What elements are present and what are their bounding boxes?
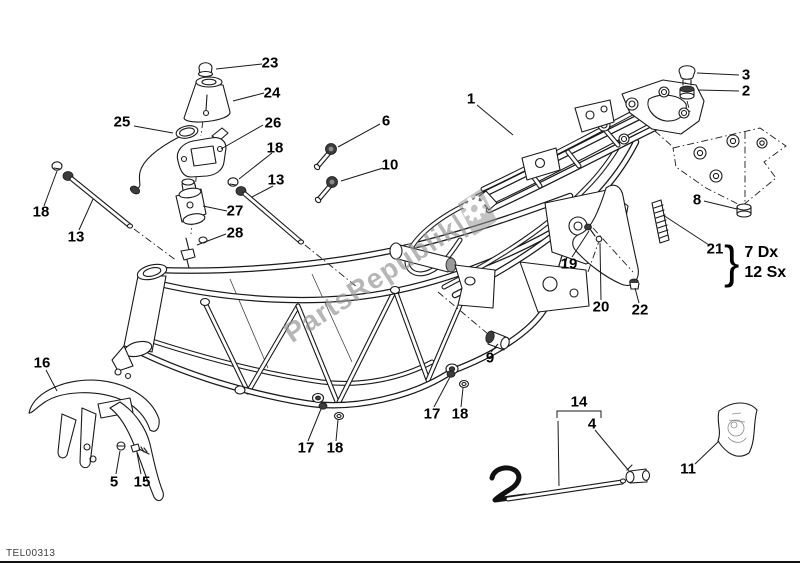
plug-17-mid <box>446 370 470 389</box>
cone-24 <box>183 76 231 123</box>
part-callout-18: 18 <box>266 139 284 157</box>
screw-19 <box>584 223 596 237</box>
part-callout-1: 1 <box>466 90 476 108</box>
part-callout-17: 17 <box>297 439 315 457</box>
part-callout-20: 20 <box>592 298 610 316</box>
part-callout-25: 25 <box>113 113 131 131</box>
plug-17-left <box>318 402 345 421</box>
steering-head <box>111 263 168 380</box>
screw-15 <box>130 443 150 455</box>
cap-23 <box>197 62 214 78</box>
variant-group: } 7 Dx 12 Sx <box>724 236 787 288</box>
dashed-bracket-plate <box>654 127 787 207</box>
part-callout-16: 16 <box>33 354 51 372</box>
hook-rod-14 <box>489 465 627 503</box>
part-callout-9: 9 <box>485 349 495 367</box>
bracket-26 <box>176 127 229 178</box>
nut-22 <box>629 278 640 290</box>
part-callout-22: 22 <box>631 301 649 319</box>
bumper-3 <box>678 65 696 86</box>
part-callout-13: 13 <box>267 171 285 189</box>
ring-25 <box>129 125 199 195</box>
bolt-10 <box>314 176 338 204</box>
part-callout-14: 14 <box>570 393 588 411</box>
variant-label-left: 12 Sx <box>744 263 787 281</box>
ring-2 <box>679 85 695 113</box>
bolt-6 <box>313 143 337 171</box>
part-callout-5: 5 <box>109 473 119 491</box>
part-callout-11: 11 <box>680 460 696 478</box>
fitting-4 <box>625 464 651 484</box>
part-callout-13: 13 <box>67 228 85 246</box>
variant-brace: } <box>724 236 740 288</box>
sensor-28 <box>180 236 208 269</box>
part-callout-19: 19 <box>560 255 578 273</box>
part-callout-21: 21 <box>706 240 724 258</box>
nut-8 <box>736 203 752 218</box>
side-panel-drawing <box>572 184 670 290</box>
part-callout-24: 24 <box>263 84 281 102</box>
rod-13-right <box>227 177 358 288</box>
part-callout-8: 8 <box>692 191 702 209</box>
leader-lines <box>43 63 740 487</box>
part-callout-4: 4 <box>587 415 597 433</box>
rod-13-left <box>51 161 178 262</box>
part-callout-28: 28 <box>226 224 244 242</box>
rubber-strip-21 <box>651 199 670 244</box>
part-callout-15: 15 <box>133 473 151 491</box>
part-callout-17: 17 <box>423 405 441 423</box>
drawing-code: TEL00313 <box>6 548 56 559</box>
sticker-11 <box>717 402 758 457</box>
part-callout-6: 6 <box>381 112 391 130</box>
part-callout-26: 26 <box>264 114 282 132</box>
screw-5 <box>116 441 126 451</box>
bushing-9 <box>437 291 510 351</box>
ignition-switch-stack <box>129 62 231 269</box>
part-callout-27: 27 <box>226 202 244 220</box>
part-callout-18: 18 <box>32 203 50 221</box>
part-callout-2: 2 <box>741 82 751 100</box>
part-callout-10: 10 <box>381 156 399 174</box>
front-fender-drawing <box>28 379 164 502</box>
switch-27 <box>175 178 207 225</box>
variant-label-right: 7 Dx <box>744 243 779 261</box>
part-callout-3: 3 <box>741 66 751 84</box>
part-callout-18: 18 <box>326 439 344 457</box>
pin-20 <box>595 235 603 243</box>
part-callout-18: 18 <box>451 405 469 423</box>
page-bottom-border <box>0 561 800 563</box>
part-callout-23: 23 <box>261 54 279 72</box>
